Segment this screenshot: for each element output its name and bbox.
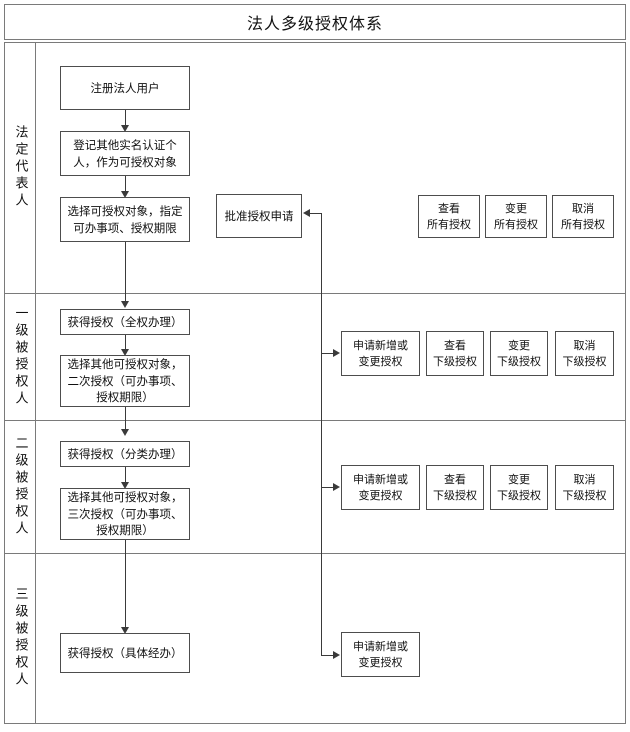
lane-divider-3 bbox=[4, 553, 626, 554]
connector-riser-to-lane2-apply bbox=[321, 353, 333, 354]
arrowhead-down-lane3-to-lane4 bbox=[121, 627, 129, 634]
arrowhead-down-lane1-to-lane2 bbox=[121, 301, 129, 308]
node-select-authorization-target[interactable]: 选择可授权对象，指定可办事项、授权期限 bbox=[60, 197, 190, 242]
node-lane2-change-sub-authorizations[interactable]: 变更 下级授权 bbox=[490, 331, 548, 376]
arrowhead-down-register-to-record bbox=[121, 125, 129, 132]
node-lane3-granted-category[interactable]: 获得授权（分类办理） bbox=[60, 441, 190, 467]
node-lane2-view-sub-authorizations[interactable]: 查看 下级授权 bbox=[426, 331, 484, 376]
node-lane2-apply-new-or-change[interactable]: 申请新增或 变更授权 bbox=[341, 331, 420, 376]
connector-record-to-select bbox=[125, 176, 126, 194]
arrowhead-down-record-to-select bbox=[121, 191, 129, 198]
node-register-legal-user[interactable]: 注册法人用户 bbox=[60, 66, 190, 110]
page-title: 法人多级授权体系 bbox=[246, 14, 383, 33]
arrowhead-right-lane2-apply bbox=[333, 349, 340, 357]
node-lane2-granted-full[interactable]: 获得授权（全权办理） bbox=[60, 309, 190, 335]
connector-lane2-to-lane3 bbox=[125, 407, 126, 432]
node-lane4-apply-new-or-change[interactable]: 申请新增或 变更授权 bbox=[341, 632, 420, 677]
arrowhead-down-lane3-subauth bbox=[121, 482, 129, 489]
connector-request-riser-vertical bbox=[321, 213, 322, 655]
node-lane2-secondary-authorization[interactable]: 选择其他可授权对象，二次授权（可办事项、授权期限） bbox=[60, 355, 190, 407]
node-lane3-view-sub-authorizations[interactable]: 查看 下级授权 bbox=[426, 465, 484, 510]
connector-lane2-granted-to-subauth bbox=[125, 335, 126, 352]
diagram-frame bbox=[4, 42, 626, 724]
connector-lane1-to-lane2 bbox=[125, 242, 126, 304]
connector-lane3-to-lane4 bbox=[125, 540, 126, 630]
lane-divider-1 bbox=[4, 293, 626, 294]
connector-lane3-granted-to-subauth bbox=[125, 467, 126, 485]
node-view-all-authorizations[interactable]: 查看 所有授权 bbox=[418, 195, 480, 238]
connector-riser-to-lane4-apply bbox=[321, 655, 333, 656]
node-change-all-authorizations[interactable]: 变更 所有授权 bbox=[485, 195, 547, 238]
arrowhead-right-lane4-apply bbox=[333, 651, 340, 659]
connector-register-to-record bbox=[125, 110, 126, 128]
lane-label-level-2-authorized: 二级被授权人 bbox=[12, 435, 28, 538]
node-lane3-apply-new-or-change[interactable]: 申请新增或 变更授权 bbox=[341, 465, 420, 510]
connector-riser-to-lane3-apply bbox=[321, 487, 333, 488]
arrowhead-right-lane3-apply bbox=[333, 483, 340, 491]
node-cancel-all-authorizations[interactable]: 取消 所有授权 bbox=[552, 195, 614, 238]
title-bar: 法人多级授权体系 bbox=[4, 4, 626, 40]
arrowhead-down-lane2-subauth bbox=[121, 349, 129, 356]
lane-label-level-1-authorized: 一级被授权人 bbox=[12, 305, 28, 408]
lane-label-column-divider bbox=[35, 42, 36, 724]
node-lane3-tertiary-authorization[interactable]: 选择其他可授权对象，三次授权（可办事项、授权期限） bbox=[60, 488, 190, 540]
node-lane4-granted-specific[interactable]: 获得授权（具体经办） bbox=[60, 633, 190, 673]
node-lane3-cancel-sub-authorizations[interactable]: 取消 下级授权 bbox=[555, 465, 614, 510]
arrowhead-left-into-approve bbox=[303, 209, 310, 217]
node-lane2-cancel-sub-authorizations[interactable]: 取消 下级授权 bbox=[555, 331, 614, 376]
lane-divider-2 bbox=[4, 420, 626, 421]
lane-label-level-3-authorized: 三级被授权人 bbox=[12, 586, 28, 689]
connector-riser-into-approve bbox=[310, 213, 322, 214]
lane-label-legal-representative: 法定代表人 bbox=[12, 125, 28, 210]
node-approve-authorization-request[interactable]: 批准授权申请 bbox=[216, 194, 302, 238]
node-record-certified-persons[interactable]: 登记其他实名认证个人，作为可授权对象 bbox=[60, 131, 190, 176]
arrowhead-down-lane2-to-lane3 bbox=[121, 429, 129, 436]
node-lane3-change-sub-authorizations[interactable]: 变更 下级授权 bbox=[490, 465, 548, 510]
